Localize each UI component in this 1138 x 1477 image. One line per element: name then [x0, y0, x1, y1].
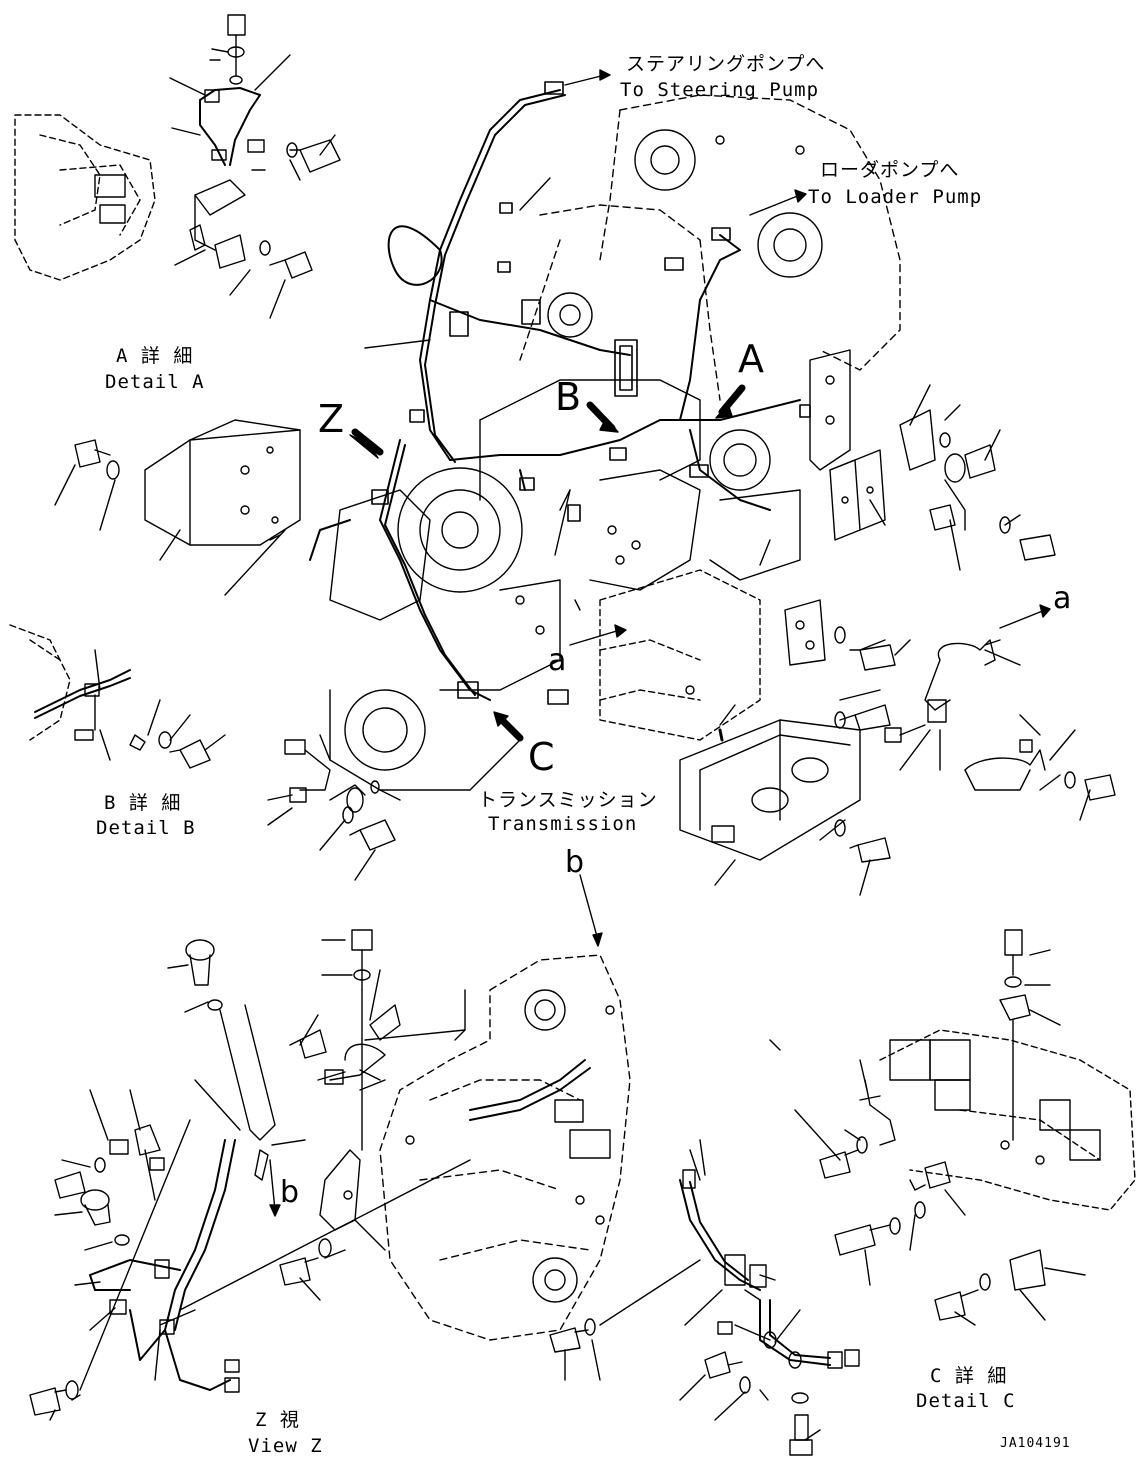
callout-z: Z — [318, 397, 345, 441]
view-z-title-en: View Z — [248, 1435, 323, 1457]
callout-b-bottom: b — [280, 1175, 300, 1210]
cover-bracket-left — [74, 419, 301, 546]
detail-a-title-jp: A 詳 細 — [116, 345, 194, 367]
callout-b: B — [555, 375, 582, 419]
detail-a-drawing — [14, 14, 341, 319]
callout-a-top: a — [1053, 581, 1072, 616]
callout-a: A — [738, 337, 764, 381]
detail-b-title-en: Detail B — [96, 817, 196, 839]
wiring-harness — [309, 89, 801, 701]
callout-b-mid: b — [565, 845, 585, 880]
callout-a-mid: a — [548, 643, 567, 678]
transmission-label-jp: トランスミッション — [478, 789, 658, 811]
transmission-label-en: Transmission — [488, 813, 638, 835]
detail-c-title-en: Detail C — [916, 1390, 1016, 1412]
harness-connectors — [371, 81, 811, 705]
drawing-code: JA104191 — [1000, 1436, 1071, 1451]
view-z-housing — [79, 954, 631, 1391]
to-loader-pump-label-jp: ローダポンプへ — [820, 159, 960, 181]
cover-bracket-right — [679, 719, 891, 863]
view-z-parts — [29, 929, 401, 1421]
right-sensor-parts — [829, 409, 1056, 561]
view-z-title-jp: Z 視 — [255, 1409, 300, 1431]
pressure-sensor-parts — [784, 599, 1116, 801]
detail-c-title-jp: C 詳 細 — [930, 1365, 1008, 1387]
to-steering-pump-label-jp: ステアリングポンプへ — [626, 53, 826, 75]
detail-c-drawing — [549, 929, 1136, 1456]
to-loader-pump-label-en: To Loader Pump — [808, 186, 983, 208]
callout-c: C — [528, 735, 555, 779]
callout-arrows — [349, 384, 746, 742]
pointer-lines — [54, 69, 1091, 1217]
detail-a-title-en: Detail A — [105, 371, 205, 393]
to-steering-pump-label-en: To Steering Pump — [620, 79, 820, 101]
detail-b-drawing — [9, 624, 226, 769]
sensor-assembly-mid — [267, 734, 401, 881]
detail-b-title-jp: B 詳 細 — [104, 792, 182, 814]
